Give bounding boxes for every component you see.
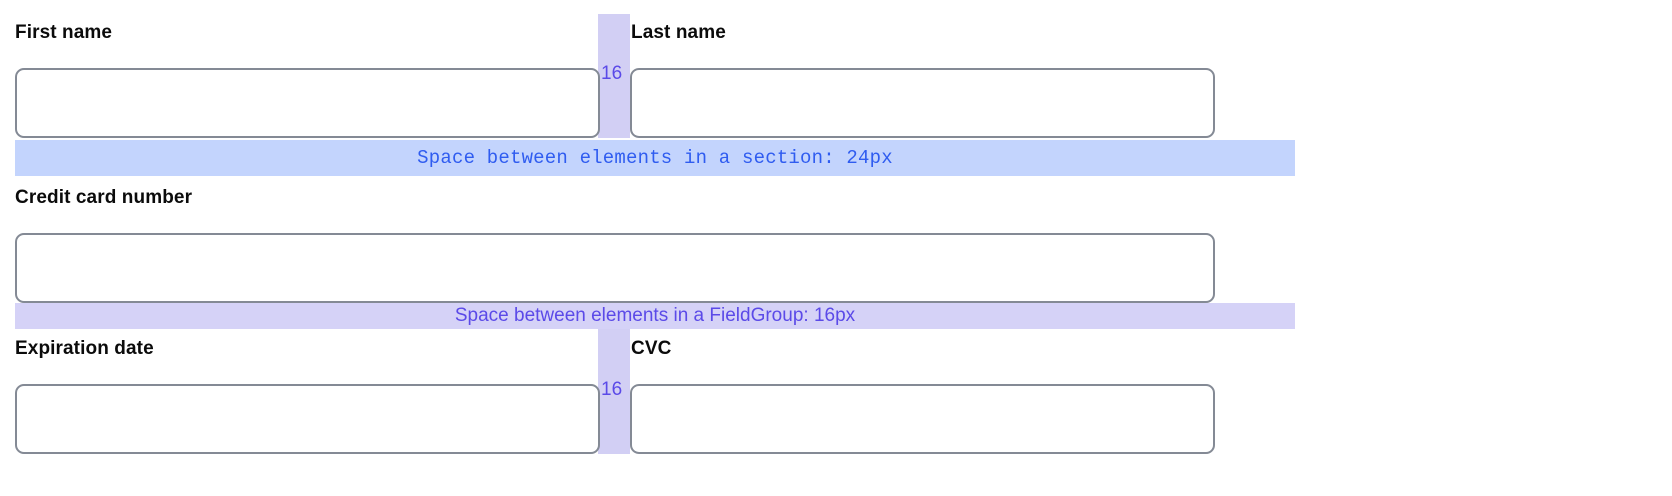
gap-column-name-row: [598, 14, 630, 138]
gap-column-expiry-row: [598, 329, 630, 454]
label-last-name: Last name: [631, 22, 726, 43]
input-credit-card-number[interactable]: [15, 233, 1215, 303]
spacing-band-section-text: Space between elements in a section: 24p…: [417, 147, 893, 169]
input-cvc[interactable]: [630, 384, 1215, 454]
label-expiration-date: Expiration date: [15, 338, 154, 359]
input-last-name[interactable]: [630, 68, 1215, 138]
gap-size-label-expiry-row: 16: [601, 379, 623, 400]
label-credit-card-number: Credit card number: [15, 187, 193, 208]
spacing-band-fieldgroup-text: Space between elements in a FieldGroup: …: [454, 305, 856, 326]
label-first-name: First name: [15, 22, 113, 43]
gap-size-label-name-row: 16: [601, 63, 623, 84]
input-first-name[interactable]: [15, 68, 600, 138]
label-cvc: CVC: [631, 338, 672, 359]
spacing-band-fieldgroup: Space between elements in a FieldGroup: …: [15, 303, 1295, 329]
input-expiration-date[interactable]: [15, 384, 600, 454]
spacing-band-section: Space between elements in a section: 24p…: [15, 140, 1295, 176]
